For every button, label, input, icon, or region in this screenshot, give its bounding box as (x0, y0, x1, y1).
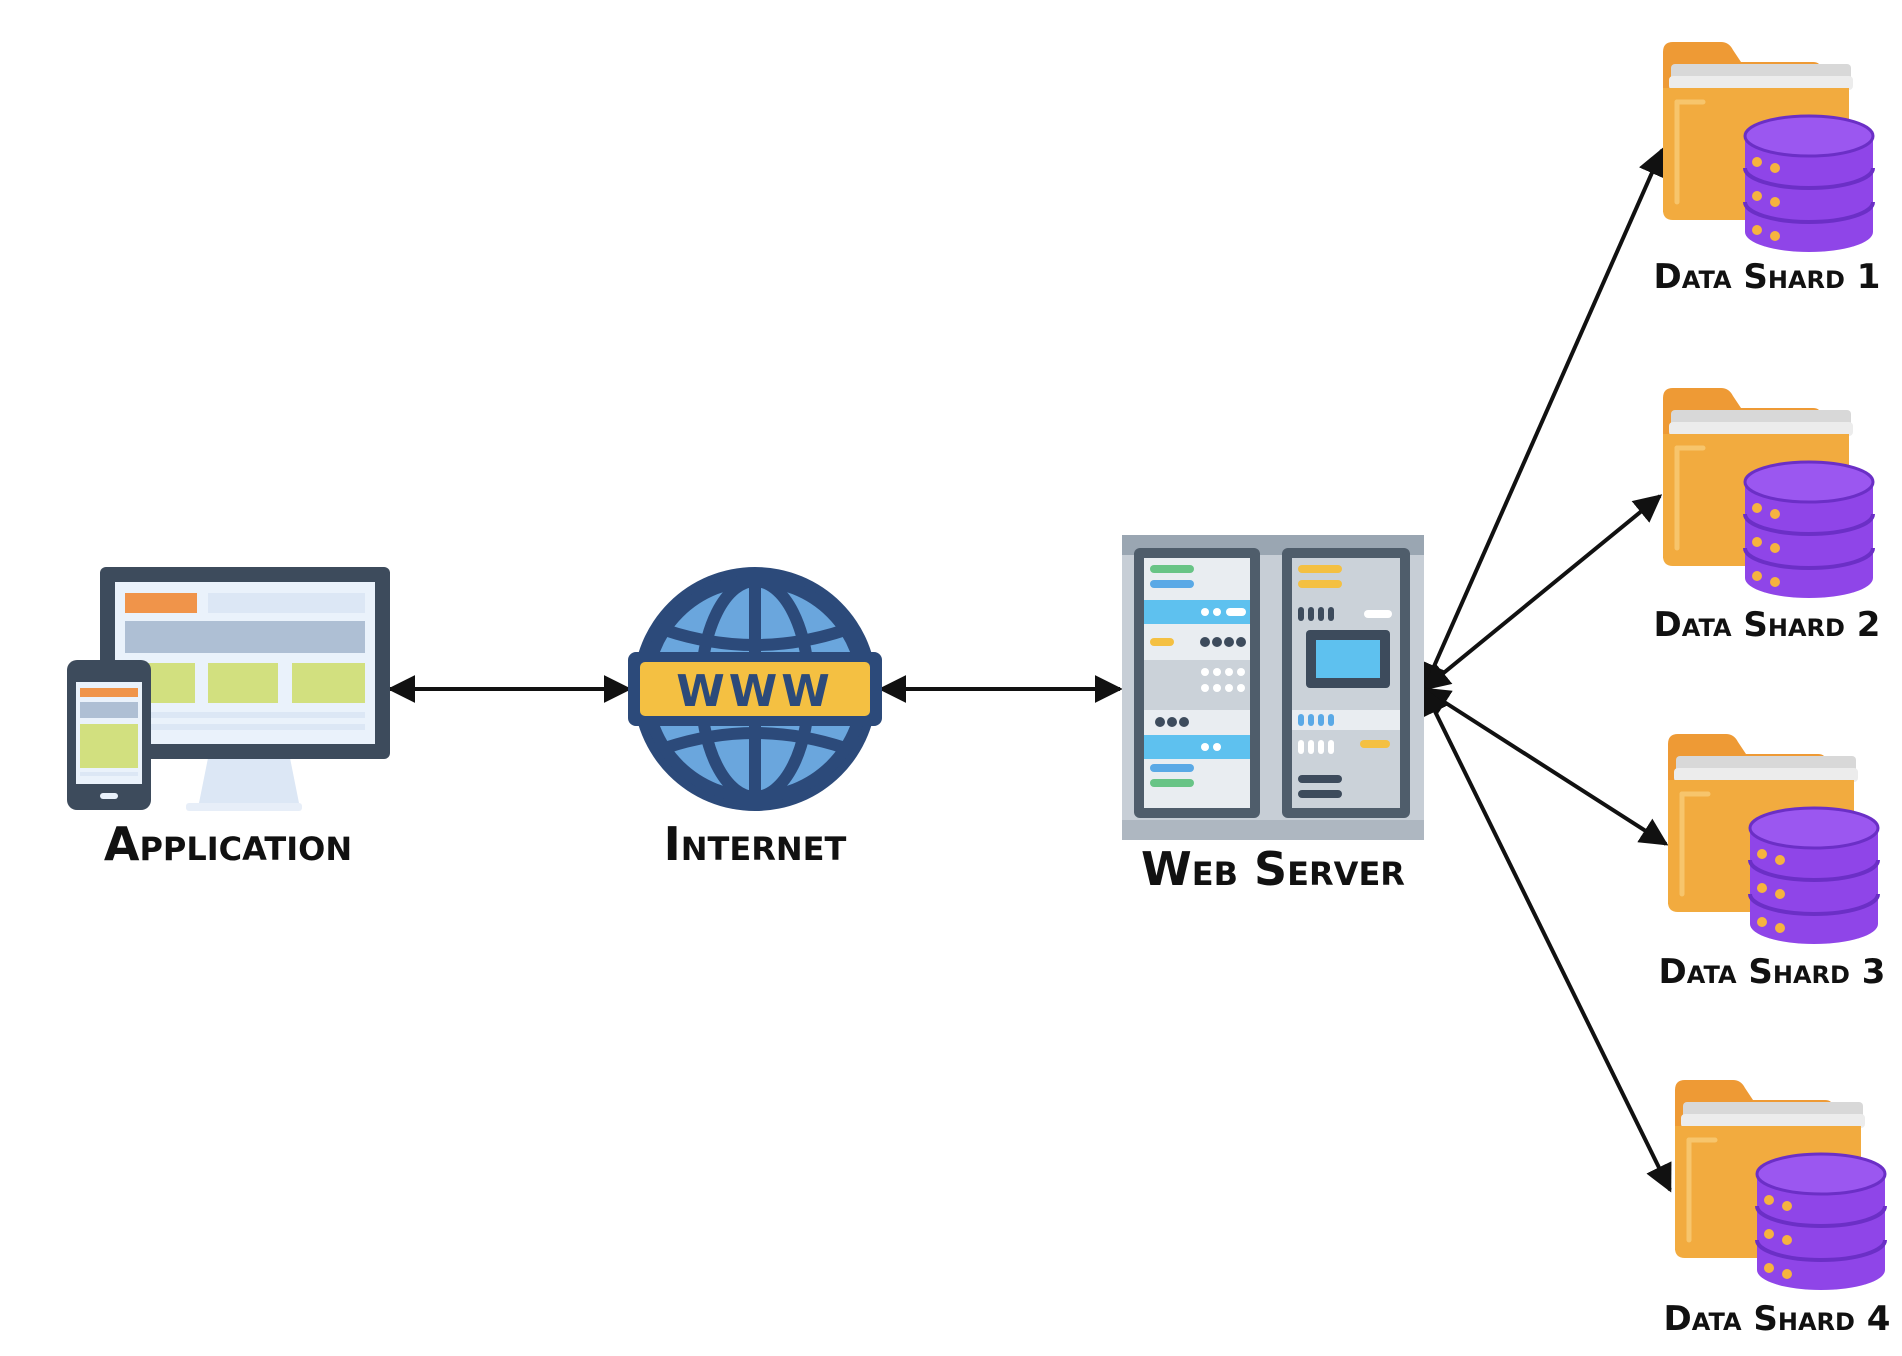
folder-database-icon (1663, 42, 1873, 252)
webserver-node: Web Server (1122, 535, 1424, 896)
shard-2-node: Data Shard 2 (1654, 388, 1881, 645)
connections (387, 147, 1672, 1193)
shard-3-node: Data Shard 3 (1659, 734, 1886, 992)
folder-database-icon (1675, 1080, 1885, 1290)
server-rack-icon (1122, 535, 1424, 840)
application-label: Application (104, 817, 352, 871)
shard-4-label: Data Shard 4 (1664, 1299, 1891, 1339)
folder-database-icon (1663, 388, 1873, 598)
monitor-icon (100, 567, 390, 811)
shard-2-label: Data Shard 2 (1654, 605, 1881, 645)
internet-node: WWW Internet (628, 567, 882, 871)
phone-icon (67, 660, 151, 810)
webserver-label: Web Server (1141, 842, 1405, 896)
globe-icon: WWW (628, 567, 882, 811)
shard-1-node: Data Shard 1 (1654, 42, 1881, 297)
arrow-webserver-shard4 (1422, 686, 1672, 1193)
folder-database-icon (1668, 734, 1878, 944)
internet-label: Internet (664, 817, 847, 871)
shard-4-node: Data Shard 4 (1664, 1080, 1891, 1339)
www-badge-text: WWW (676, 666, 834, 717)
arrow-webserver-shard1 (1421, 147, 1665, 692)
application-node: Application (67, 567, 390, 871)
shard-3-label: Data Shard 3 (1659, 952, 1886, 992)
shard-1-label: Data Shard 1 (1654, 257, 1881, 297)
arrow-webserver-shard2 (1421, 494, 1663, 691)
